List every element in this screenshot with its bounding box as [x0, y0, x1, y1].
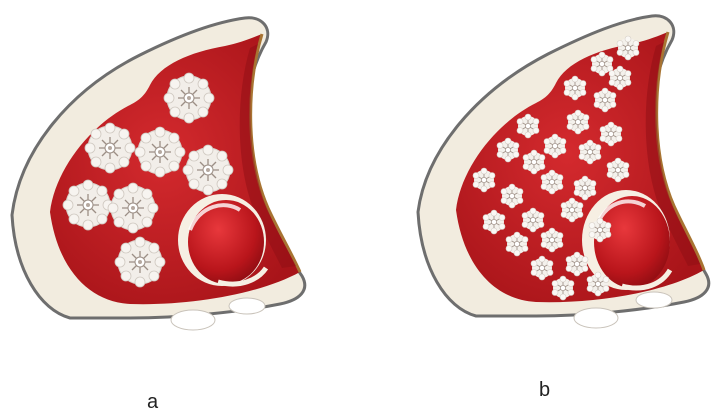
cell-a7 — [115, 237, 165, 287]
bump-a2 — [229, 298, 265, 314]
bump-b1 — [574, 308, 618, 328]
section-b — [418, 16, 709, 328]
cell-a4 — [183, 145, 233, 195]
cell-a1 — [164, 73, 214, 123]
cell-a2 — [85, 123, 135, 173]
cell-a3 — [135, 127, 185, 177]
dome-a — [178, 194, 266, 286]
panel-label-b: b — [539, 380, 550, 400]
panel-label-a: a — [147, 392, 158, 412]
bump-b2 — [636, 292, 672, 308]
cell-a6 — [108, 183, 158, 233]
bump-a1 — [171, 310, 215, 330]
section-a — [12, 18, 305, 330]
cell-a5 — [63, 180, 113, 230]
